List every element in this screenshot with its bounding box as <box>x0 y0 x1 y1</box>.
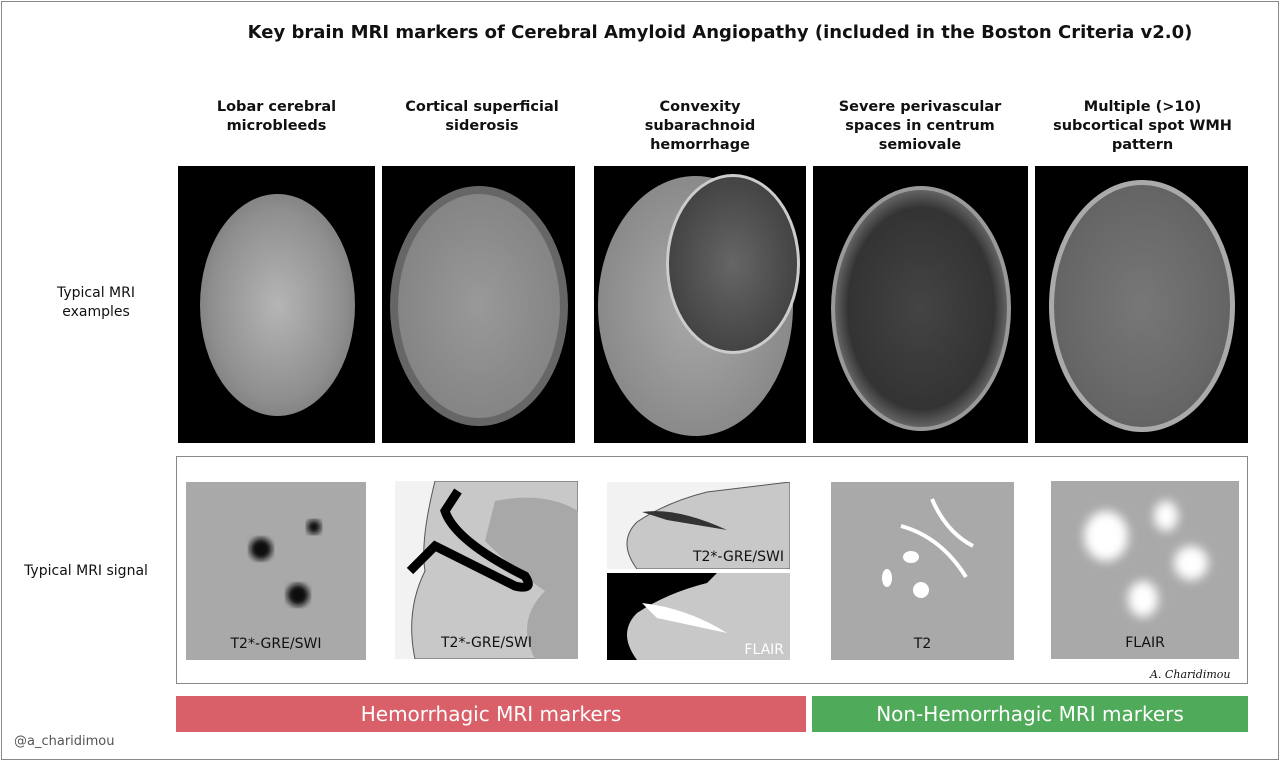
signal-tile-csah-t2star: T2*-GRE/SWI <box>607 482 790 569</box>
sequence-label: T2 <box>913 636 932 652</box>
author-signature: A. Charidimou <box>1150 668 1231 681</box>
hemorrhagic-category-bar: Hemorrhagic MRI markers <box>176 696 806 732</box>
non-hemorrhagic-category-bar: Non-Hemorrhagic MRI markers <box>812 696 1248 732</box>
column-header-microbleeds: Lobar cerebral microbleeds <box>216 99 337 134</box>
sequence-label: T2*-GRE/SWI <box>440 635 533 651</box>
row-label-examples: Typical MRI examples <box>57 285 135 320</box>
mri-image-siderosis <box>382 166 575 443</box>
signal-tile-microbleeds: T2*-GRE/SWI <box>186 482 366 660</box>
sequence-label: T2*-GRE/SWI <box>692 549 784 565</box>
row-label-signal: Typical MRI signal <box>24 563 148 579</box>
mri-image-pvs <box>813 166 1028 443</box>
mri-image-microbleeds <box>178 166 375 443</box>
mri-image-csah <box>594 166 806 443</box>
column-header-csah: Convexity subarachnoid hemorrhage <box>644 99 756 153</box>
sequence-label: FLAIR <box>1125 635 1165 651</box>
column-header-pvs: Severe perivascular spaces in centrum se… <box>838 99 1002 153</box>
page-title: Key brain MRI markers of Cerebral Amyloi… <box>247 22 1193 43</box>
signal-tile-csah-flair: FLAIR <box>607 573 790 660</box>
author-handle: @a_charidimou <box>14 734 115 749</box>
sequence-label: FLAIR <box>744 642 784 658</box>
signal-tile-wmh: FLAIR <box>1051 481 1239 659</box>
mri-image-wmh <box>1035 166 1248 443</box>
sequence-label: T2*-GRE/SWI <box>230 636 322 652</box>
signal-tile-siderosis: T2*-GRE/SWI <box>395 481 578 659</box>
signal-tile-pvs: T2 <box>831 482 1014 660</box>
column-header-wmh: Multiple (>10) subcortical spot WMH patt… <box>1053 99 1232 153</box>
column-header-siderosis: Cortical superficial siderosis <box>405 99 559 134</box>
signal-panel <box>176 456 1248 684</box>
